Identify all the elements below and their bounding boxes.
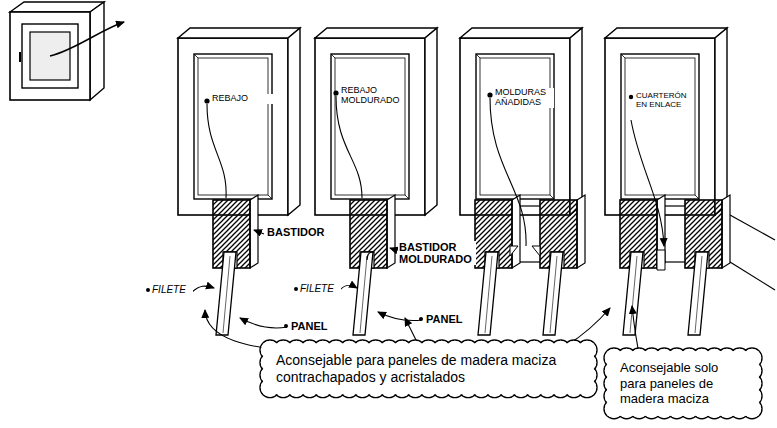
part-label: CUARTERÓN EN ENLACE (635, 92, 691, 110)
note-cloud: Aconsejable para paneles de madera maciz… (262, 342, 595, 396)
note-text: Aconsejable para paneles de madera maciz… (276, 352, 581, 386)
note-cloud: Aconsejable solo para paneles de madera … (606, 350, 760, 417)
door-frames (178, 28, 727, 215)
part-label: PANEL (425, 313, 471, 325)
label-dots (146, 90, 633, 328)
part-label: REBAJO MOLDURADO (340, 86, 402, 106)
cabinet-sketch (10, 2, 124, 100)
part-label: FILETE (151, 284, 193, 295)
cloud-fill (614, 358, 752, 409)
part-label: BASTIDOR (266, 226, 338, 238)
part-label: MOLDURAS AÑADIDAS (494, 88, 554, 108)
part-label: PANEL (290, 320, 336, 332)
note-text: Aconsejable solo para paneles de madera … (620, 360, 746, 407)
part-label: FILETE (299, 283, 341, 294)
part-label: REBAJO (211, 94, 273, 104)
cross-sections (213, 195, 730, 335)
cloud-fill (270, 350, 587, 388)
part-label: BASTIDOR MOLDURADO (398, 241, 476, 265)
leader-lines (192, 96, 664, 358)
